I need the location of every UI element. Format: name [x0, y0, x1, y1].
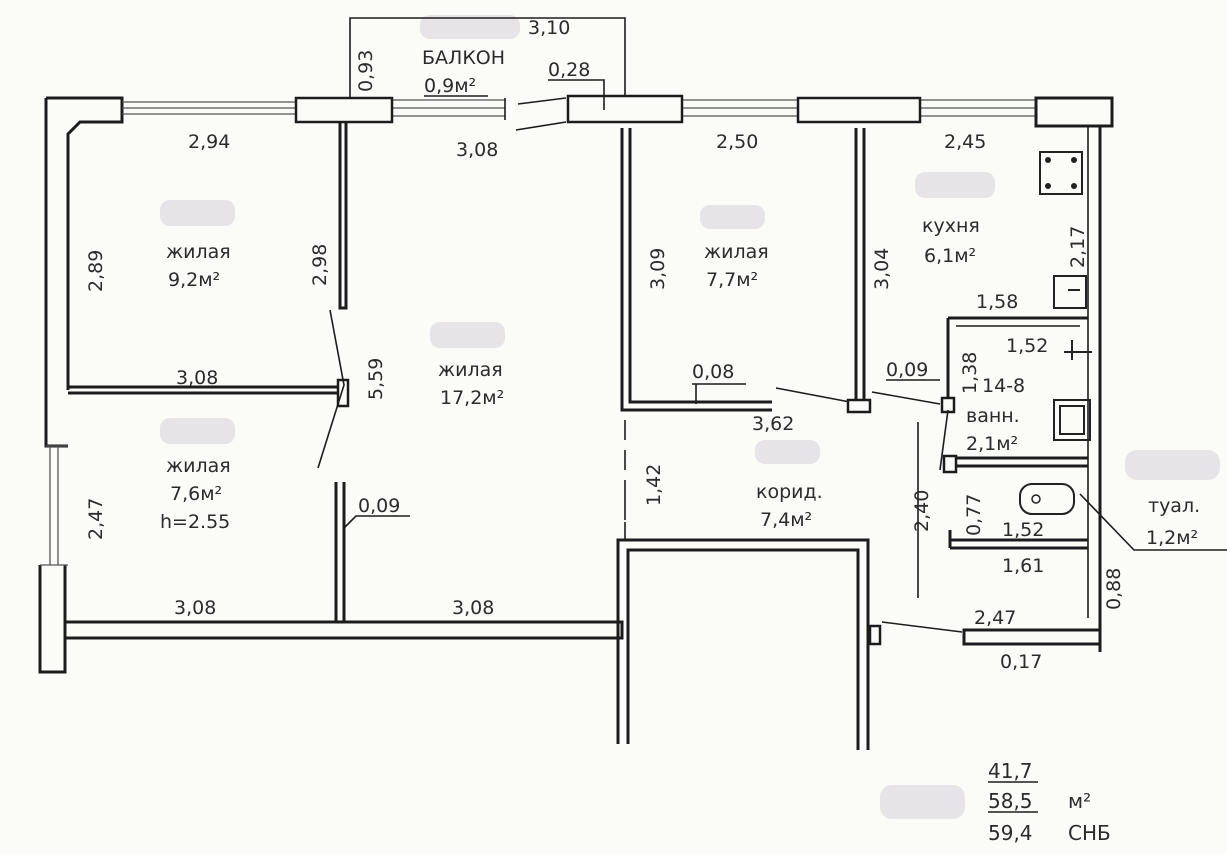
room-living-nw-area: 9,2м²: [168, 269, 220, 291]
dim-bath-width: 1,52: [1006, 335, 1048, 357]
dim-kitchen-right: 2,17: [1067, 226, 1089, 268]
room-living-center-area: 17,2м²: [440, 387, 504, 409]
dim-corridor-bottom: 2,47: [974, 607, 1016, 629]
dim-partition-sw: 0,09: [358, 495, 400, 517]
dim-bottom-left: 3,08: [174, 597, 216, 619]
room-living-ne-name: жилая: [704, 241, 769, 263]
room-kitchen-area: 6,1м²: [924, 245, 976, 267]
dim-toilet-depth: 0,77: [963, 494, 985, 536]
room-living-nw-name: жилая: [166, 241, 231, 263]
dim-top-ne: 2,50: [716, 131, 758, 153]
redaction-marks: [160, 15, 1220, 819]
room-corridor-area: 7,4м²: [760, 509, 812, 531]
dim-right-lower: 0,88: [1103, 568, 1125, 610]
balcony-outline: [349, 17, 626, 98]
room-bath-name: ванн.: [966, 405, 1020, 427]
room-corridor-name: корид.: [756, 481, 823, 503]
total-living-area: 41,7: [988, 759, 1033, 783]
dim-corridor-height: 2,40: [911, 490, 933, 532]
fixtures: [1019, 151, 1227, 551]
room-kitchen-name: кухня: [922, 215, 980, 237]
toilet-icon: [1019, 483, 1075, 515]
dim-balcony-door: 0,28: [548, 59, 590, 81]
dim-bath-height: 1,38: [959, 352, 981, 394]
room-living-center-name: жилая: [438, 359, 503, 381]
area-totals: 41,7 58,5 м² 59,4 СНБ: [988, 759, 1111, 845]
total-area-unit: м²: [1068, 789, 1091, 813]
dim-corridor-gap: 1,42: [643, 464, 665, 506]
dim-top-kitchen: 2,45: [944, 131, 986, 153]
dim-top-left: 2,94: [188, 131, 230, 153]
sink-icon: [1053, 275, 1087, 309]
dim-toilet-outer: 1,61: [1002, 555, 1044, 577]
dim-ne-height: 3,09: [647, 248, 669, 290]
walls: [38, 94, 1114, 750]
room-living-sw-height: h=2.55: [160, 511, 230, 533]
bath-code: 14-8: [982, 375, 1025, 397]
room-balcony-name: БАЛКОН: [422, 47, 505, 69]
dim-left-sw: 2,47: [85, 498, 107, 540]
dim-bottom-center: 3,08: [452, 597, 494, 619]
room-bath-area: 2,1м²: [966, 433, 1018, 455]
dim-kitchen-wall: 3,04: [871, 248, 893, 290]
dim-corridor-bottom-wall: 0,17: [1000, 651, 1042, 673]
total-area: 58,5: [988, 789, 1033, 813]
stove-icon: [1039, 151, 1083, 195]
total-code: СНБ: [1068, 821, 1111, 845]
dim-left-nw: 2,89: [85, 250, 107, 292]
dim-ne-partition: 0,08: [692, 361, 734, 383]
room-toilet-area: 1,2м²: [1146, 527, 1198, 549]
dim-mid-left: 3,08: [176, 367, 218, 389]
dim-balcony-depth: 0,93: [355, 50, 377, 92]
room-toilet-name: туал.: [1148, 495, 1200, 517]
dim-top-center: 3,08: [456, 139, 498, 161]
dim-ne-bottom: 3,62: [752, 413, 794, 435]
bathtub-icon: [1053, 399, 1091, 441]
dim-wall-nw: 2,98: [309, 244, 331, 286]
dim-kitchen-width: 1,58: [976, 291, 1018, 313]
faucet-icon: [1064, 340, 1092, 360]
room-living-sw-name: жилая: [166, 455, 231, 477]
dim-balcony-width: 3,10: [528, 17, 570, 39]
room-balcony-area: 0,9м²: [424, 75, 476, 97]
room-living-sw-area: 7,6м²: [170, 483, 222, 505]
dimension-labels: 3,10 0,93 0,28 2,94 3,08 2,50 2,45 2,89 …: [85, 17, 1125, 673]
room-labels: БАЛКОН 0,9м² жилая 9,2м² жилая 7,6м² h=2…: [160, 47, 1200, 549]
dim-toilet-width: 1,52: [1002, 519, 1044, 541]
room-living-ne-area: 7,7м²: [706, 269, 758, 291]
dim-center-height: 5,59: [365, 358, 387, 400]
dim-bath-partition: 0,09: [886, 359, 928, 381]
total-full-area: 59,4: [988, 821, 1033, 845]
